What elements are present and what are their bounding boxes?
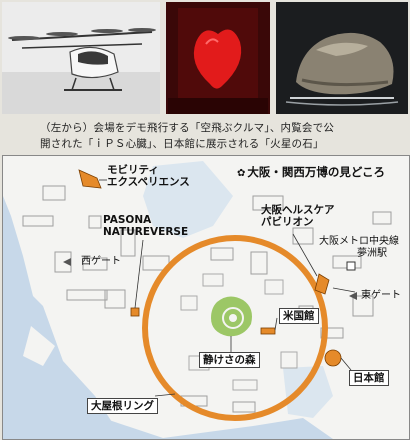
forest-label: 静けさの森 bbox=[199, 352, 260, 368]
ips-heart-photo bbox=[166, 2, 270, 114]
roof-ring-label: 大屋根リング bbox=[87, 398, 158, 414]
metro-label: 大阪メトロ中央線 夢洲駅 bbox=[319, 236, 399, 259]
expo-site-map: ✿大阪・関西万博の見どころ モビリティ エクスペリエンス PASONA NATU… bbox=[2, 155, 410, 440]
caption-line-1: （左から）会場をデモ飛行する「空飛ぶクルマ」、内覧会で公 bbox=[40, 122, 335, 134]
map-graphic bbox=[3, 156, 409, 439]
usa-pavilion-label: 米国館 bbox=[279, 308, 319, 324]
flower-icon: ✿ bbox=[237, 168, 246, 179]
mars-rock-photo bbox=[276, 2, 408, 114]
map-title-text: 大阪・関西万博の見どころ bbox=[247, 165, 386, 179]
west-gate-label: 西ゲート bbox=[81, 256, 121, 267]
flying-car-photo bbox=[2, 2, 160, 114]
health-pavilion-label: 大阪ヘルスケア パビリオン bbox=[261, 204, 335, 228]
japan-pavilion-label: 日本館 bbox=[349, 370, 389, 386]
mobility-label: モビリティ エクスペリエンス bbox=[107, 164, 190, 188]
photo-strip bbox=[0, 0, 410, 118]
photo-caption: （左から）会場をデモ飛行する「空飛ぶクルマ」、内覧会で公 開された「ｉＰＳ心臓」… bbox=[40, 120, 380, 152]
caption-line-2: 開された「ｉＰＳ心臓」、日本館に展示される「火星の石」 bbox=[40, 138, 324, 150]
east-gate-label: 東ゲート bbox=[361, 290, 401, 301]
pasona-label: PASONA NATUREVERSE bbox=[103, 214, 189, 238]
map-title: ✿大阪・関西万博の見どころ bbox=[237, 164, 385, 180]
